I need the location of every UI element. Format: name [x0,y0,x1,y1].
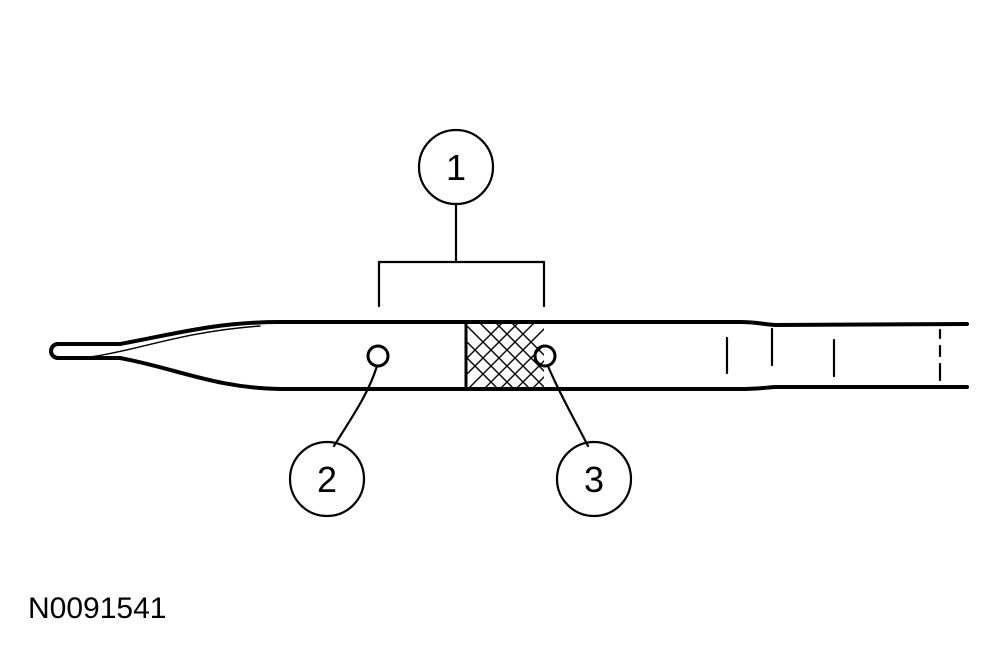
dipstick-tip [49,342,122,360]
callout-3-leader [546,364,590,448]
figure-id-label: N0091541 [28,592,167,625]
callout-2-circle [288,440,366,518]
dipstick-inner-line [89,325,261,358]
callout-1-circle [417,128,495,206]
callout-2-leader [332,364,379,448]
callout-3-circle [555,440,633,518]
callout-1-number: 1 [446,147,466,188]
dipstick-upper-edge [118,320,969,346]
callout-3-number: 3 [584,459,604,500]
callout-1-bracket [377,202,546,308]
dipstick-tick-marks [725,327,942,382]
callout-2-number: 2 [317,459,337,500]
operating-range-hatch [464,321,544,391]
max-marker-hole [533,344,557,368]
dipstick-lower-edge [118,356,969,391]
min-marker-hole [366,344,390,368]
